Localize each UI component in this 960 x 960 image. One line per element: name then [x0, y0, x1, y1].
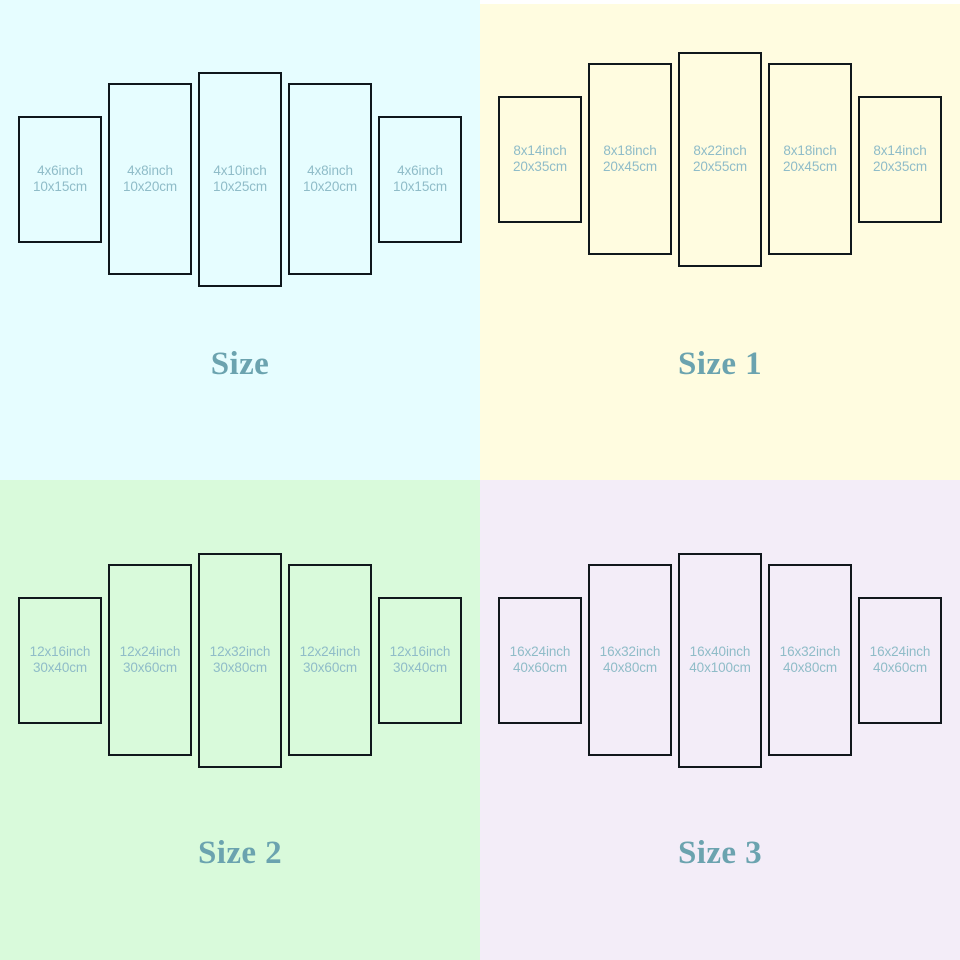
- size-title: Size: [210, 346, 270, 382]
- panel-group: 4x6inch 10x15cm 4x8inch 10x20cm 4x10inch…: [0, 14, 480, 344]
- panel-3: 4x10inch 10x25cm: [198, 71, 282, 287]
- panel-label-inch: 16x32inch: [599, 643, 661, 659]
- panel-label-inch: 16x40inch: [689, 643, 751, 659]
- panel-label-cm: 20x45cm: [782, 159, 838, 174]
- panel-label-cm: 10x25cm: [212, 179, 268, 194]
- panel-label-cm: 30x60cm: [122, 660, 178, 675]
- panel-4: 4x8inch 10x20cm: [288, 83, 372, 275]
- panel-group: 16x24inch 40x60cm 16x32inch 40x80cm 16x4…: [480, 495, 960, 825]
- panel-label-inch: 12x16inch: [29, 643, 91, 659]
- panel-label-cm: 10x20cm: [302, 179, 358, 194]
- size-title: Size 2: [198, 835, 282, 871]
- panel-label-inch: 8x18inch: [783, 142, 837, 158]
- size-option-size[interactable]: 4x6inch 10x15cm 4x8inch 10x20cm 4x10inch…: [0, 0, 480, 480]
- panel-label-inch: 4x6inch: [397, 162, 443, 178]
- size-option-size-2[interactable]: 12x16inch 30x40cm 12x24inch 30x60cm 12x3…: [0, 480, 480, 960]
- panel-label-cm: 30x40cm: [32, 660, 88, 675]
- panel-3: 16x40inch 40x100cm: [678, 552, 762, 768]
- size-title: Size 1: [678, 346, 762, 382]
- panel-2: 8x18inch 20x45cm: [588, 63, 672, 255]
- panel-3: 8x22inch 20x55cm: [678, 51, 762, 267]
- panel-label-inch: 16x32inch: [779, 643, 841, 659]
- panel-1: 16x24inch 40x60cm: [498, 596, 582, 724]
- panel-5: 8x14inch 20x35cm: [858, 95, 942, 223]
- panel-label-inch: 4x10inch: [213, 162, 267, 178]
- panel-label-cm: 30x40cm: [392, 660, 448, 675]
- panel-label-inch: 16x24inch: [509, 643, 571, 659]
- size-option-size-1[interactable]: 8x14inch 20x35cm 8x18inch 20x45cm 8x22in…: [480, 0, 960, 480]
- panel-label-inch: 8x22inch: [693, 142, 747, 158]
- panel-2: 16x32inch 40x80cm: [588, 564, 672, 756]
- panel-label-inch: 4x8inch: [127, 162, 173, 178]
- panel-2: 12x24inch 30x60cm: [108, 564, 192, 756]
- panel-4: 16x32inch 40x80cm: [768, 564, 852, 756]
- panel-5: 12x16inch 30x40cm: [378, 596, 462, 724]
- panel-label-inch: 8x18inch: [603, 142, 657, 158]
- panel-label-cm: 30x60cm: [302, 660, 358, 675]
- panel-label-cm: 20x35cm: [512, 159, 568, 174]
- panel-label-inch: 8x14inch: [873, 142, 927, 158]
- panel-label-cm: 10x20cm: [122, 179, 178, 194]
- panel-label-cm: 10x15cm: [32, 179, 88, 194]
- panel-1: 8x14inch 20x35cm: [498, 95, 582, 223]
- panel-label-cm: 40x80cm: [782, 660, 838, 675]
- panel-label-inch: 12x16inch: [389, 643, 451, 659]
- panel-label-cm: 30x80cm: [212, 660, 268, 675]
- panel-label-cm: 40x80cm: [602, 660, 658, 675]
- panel-group: 8x14inch 20x35cm 8x18inch 20x45cm 8x22in…: [480, 0, 960, 324]
- panel-label-cm: 40x100cm: [689, 660, 751, 675]
- panel-label-cm: 20x55cm: [692, 159, 748, 174]
- panel-label-inch: 12x24inch: [299, 643, 361, 659]
- panel-3: 12x32inch 30x80cm: [198, 552, 282, 768]
- panel-group: 12x16inch 30x40cm 12x24inch 30x60cm 12x3…: [0, 495, 480, 825]
- size-option-size-3[interactable]: 16x24inch 40x60cm 16x32inch 40x80cm 16x4…: [480, 480, 960, 960]
- panel-5: 16x24inch 40x60cm: [858, 596, 942, 724]
- panel-label-inch: 4x8inch: [307, 162, 353, 178]
- panel-label-inch: 12x24inch: [119, 643, 181, 659]
- panel-label-inch: 8x14inch: [513, 142, 567, 158]
- panel-4: 12x24inch 30x60cm: [288, 564, 372, 756]
- panel-label-inch: 4x6inch: [37, 162, 83, 178]
- panel-label-cm: 20x45cm: [602, 159, 658, 174]
- panel-2: 4x8inch 10x20cm: [108, 83, 192, 275]
- panel-4: 8x18inch 20x45cm: [768, 63, 852, 255]
- panel-5: 4x6inch 10x15cm: [378, 115, 462, 243]
- panel-label-cm: 40x60cm: [872, 660, 928, 675]
- panel-1: 12x16inch 30x40cm: [18, 596, 102, 724]
- size-title: Size 3: [678, 835, 762, 871]
- panel-label-cm: 20x35cm: [872, 159, 928, 174]
- panel-1: 4x6inch 10x15cm: [18, 115, 102, 243]
- panel-label-cm: 10x15cm: [392, 179, 448, 194]
- panel-label-cm: 40x60cm: [512, 660, 568, 675]
- panel-label-inch: 12x32inch: [209, 643, 271, 659]
- panel-label-inch: 16x24inch: [869, 643, 931, 659]
